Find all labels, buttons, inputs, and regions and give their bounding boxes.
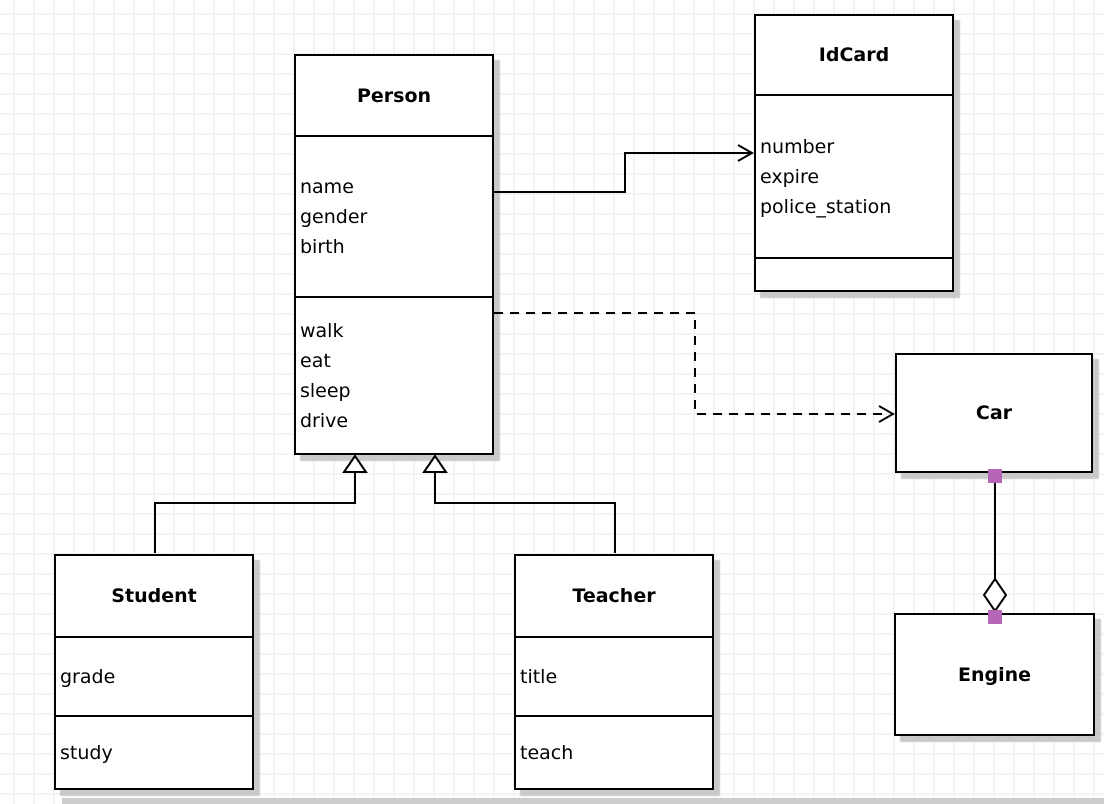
class-idcard-methods (756, 259, 952, 290)
class-student-methods: study (56, 717, 252, 788)
method: sleep (300, 379, 351, 402)
edge-car-engine[interactable] (982, 469, 1008, 624)
method: walk (300, 319, 344, 342)
hollow-triangle-icon (342, 454, 368, 473)
class-student-title: Student (56, 556, 252, 638)
class-teacher-methods: teach (516, 717, 712, 788)
edge-teacher-person[interactable] (422, 454, 616, 553)
attribute: birth (300, 235, 345, 258)
class-student-attributes: grade (56, 638, 252, 717)
attribute: number (760, 135, 835, 158)
class-student[interactable]: Student grade study (54, 554, 254, 790)
canvas-bottom-edge (62, 798, 1104, 804)
class-idcard[interactable]: IdCard number expire police_station (754, 14, 954, 292)
class-person-methods: walk eat sleep drive (296, 298, 492, 453)
class-person[interactable]: Person name gender birth walk eat sleep … (294, 54, 494, 455)
hollow-diamond-icon (982, 577, 1008, 613)
class-idcard-attributes: number expire police_station (756, 96, 952, 259)
class-idcard-title: IdCard (756, 16, 952, 96)
class-car-title: Car (975, 402, 1013, 424)
attribute: title (520, 665, 558, 688)
class-teacher-title: Teacher (516, 556, 712, 638)
method: study (60, 741, 113, 764)
edge-student-person[interactable] (154, 454, 368, 553)
attribute: police_station (760, 195, 892, 218)
method: drive (300, 409, 349, 432)
open-arrowhead-icon (737, 144, 755, 162)
attribute: gender (300, 205, 368, 228)
method: eat (300, 349, 331, 372)
open-arrowhead-icon (878, 405, 896, 423)
edge-person-idcard[interactable] (494, 144, 755, 193)
class-teacher-attributes: title (516, 638, 712, 717)
class-engine-title: Engine (957, 663, 1032, 686)
edge-person-car[interactable] (494, 312, 896, 423)
attribute: grade (60, 665, 116, 688)
method: teach (520, 741, 574, 764)
hollow-triangle-icon (422, 454, 448, 473)
class-teacher[interactable]: Teacher title teach (514, 554, 714, 790)
class-car[interactable]: Car (895, 353, 1093, 473)
attribute: expire (760, 165, 820, 188)
class-person-title: Person (296, 56, 492, 137)
class-person-attributes: name gender birth (296, 137, 492, 298)
class-engine[interactable]: Engine (894, 613, 1095, 736)
attribute: name (300, 175, 354, 198)
